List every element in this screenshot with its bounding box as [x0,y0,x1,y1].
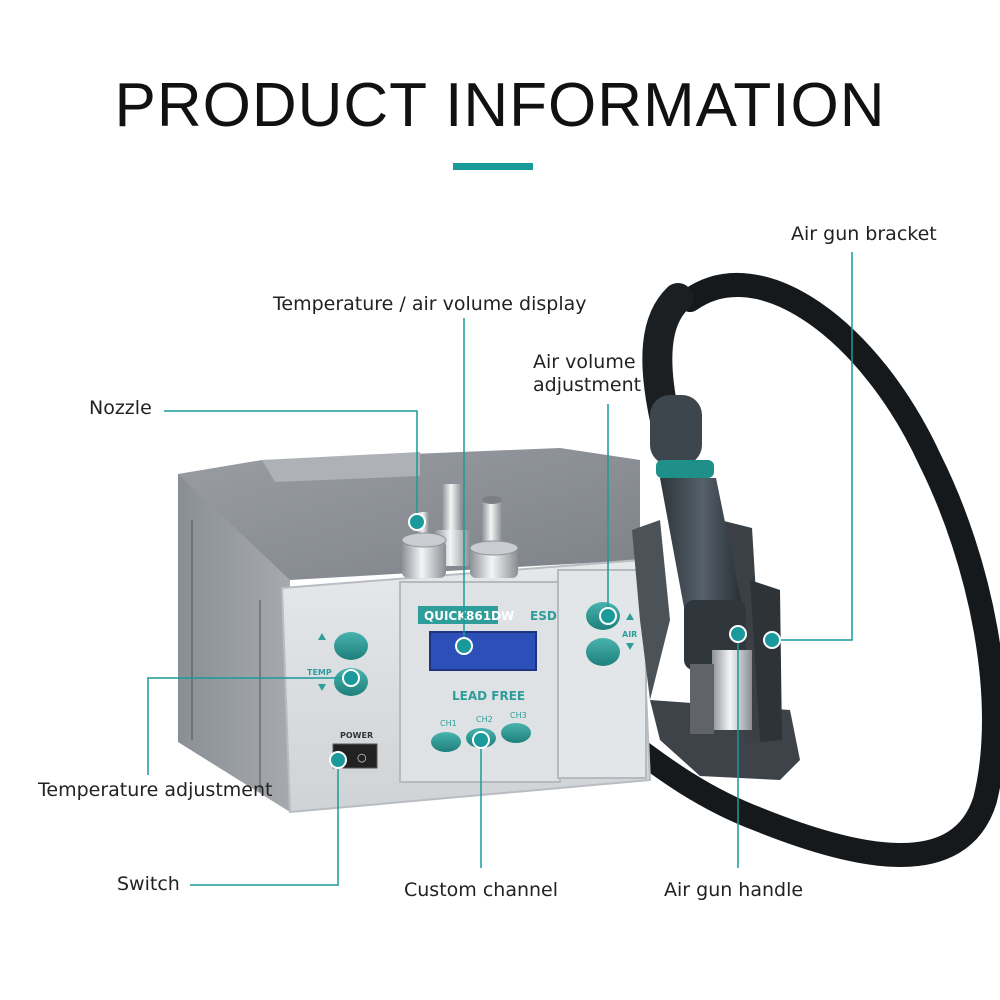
ch2-label: CH2 [476,715,493,724]
ch1-label: CH1 [440,719,457,728]
lcd-display [429,631,537,671]
air-gun-cable [578,272,1000,867]
ch1-button[interactable] [431,732,461,752]
label-switch: Switch [117,873,180,895]
ch3-label: CH3 [510,711,527,720]
label-air-gun-handle: Air gun handle [664,879,804,901]
label-temperature-adjustment: Temperature adjustment [38,779,273,801]
model-text: 861DW [466,609,514,623]
brand-text: QUICK [424,609,467,623]
channel-buttons: CH1 CH2 CH3 [431,711,531,752]
page-title: PRODUCT INFORMATION [114,71,886,140]
housing-side [178,474,290,812]
callout-dots [329,513,781,769]
label-air-volume-line1: Air volume [533,351,636,373]
label-air-gun-bracket: Air gun bracket [791,223,937,245]
title-underline [453,163,533,170]
nozzles [401,484,519,578]
lead-free-text: LEAD FREE [452,689,525,703]
temp-label: TEMP [307,668,332,677]
ch3-button[interactable] [501,723,531,743]
svg-text:○: ○ [357,751,367,764]
label-custom-channel: Custom channel [404,879,559,901]
temp-up-button[interactable] [334,632,368,660]
label-display: Temperature / air volume display [273,293,587,315]
power-label: POWER [340,731,373,740]
air-gun-handle [650,395,752,734]
leader-lines [147,252,853,886]
label-nozzle: Nozzle [89,397,152,419]
air-label: AIR [622,630,637,639]
esd-text: ESD [530,609,557,623]
air-down-button[interactable] [586,638,620,666]
label-air-volume-line2: adjustment [533,374,642,396]
